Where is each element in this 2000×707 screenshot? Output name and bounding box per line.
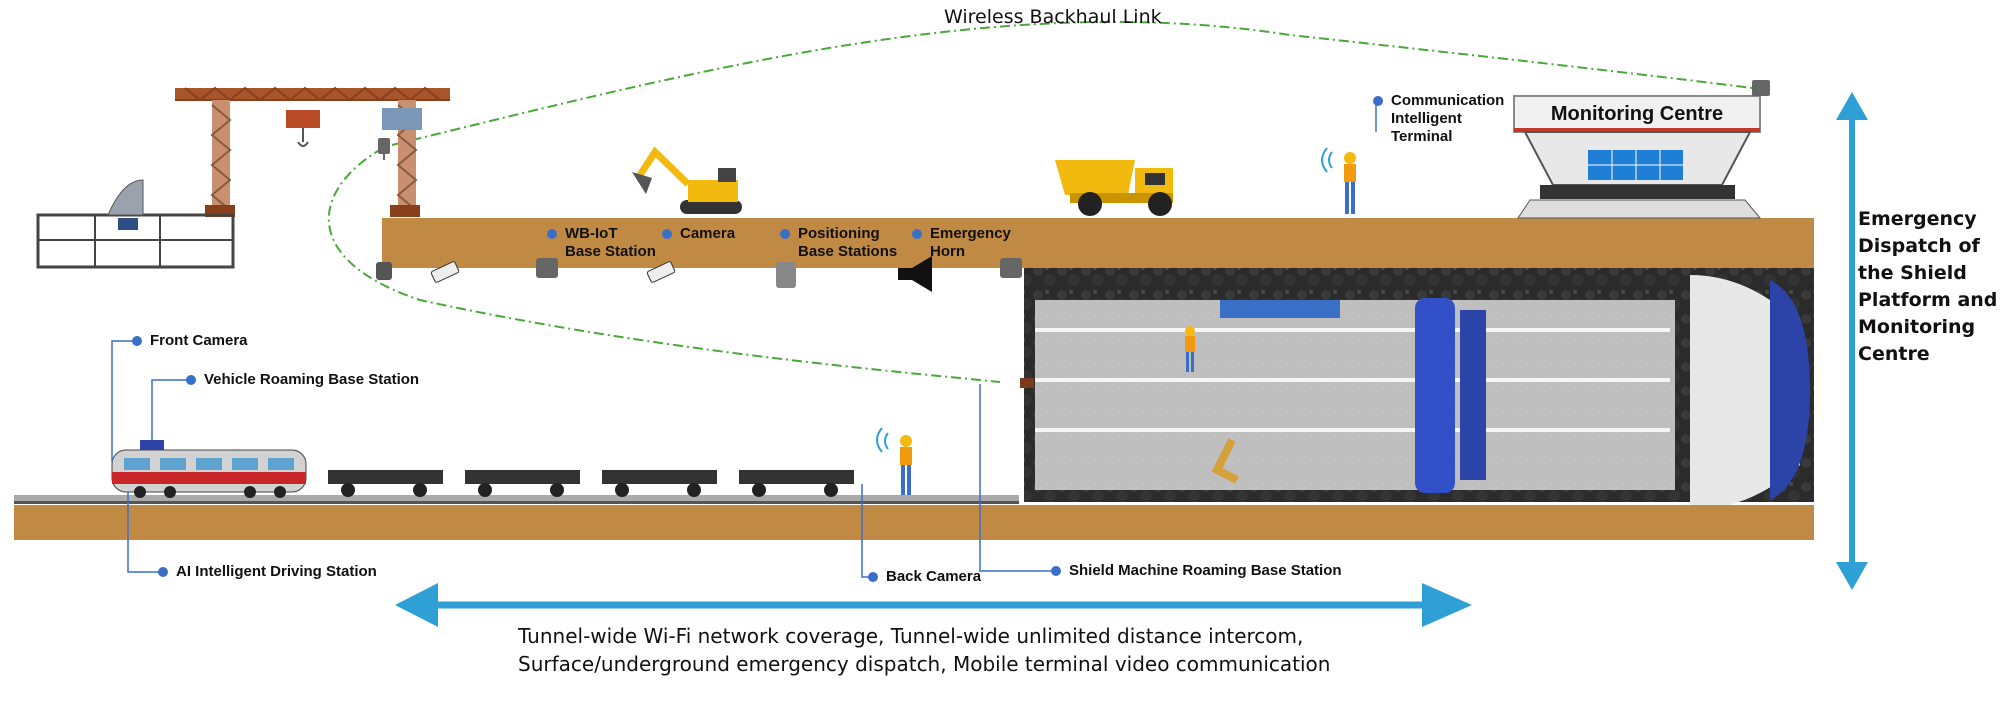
label-dot <box>132 336 142 346</box>
label-dot <box>186 375 196 385</box>
shield-machine-icon <box>1020 275 1810 510</box>
emergency-horn-label: Emergency Horn <box>930 225 1011 260</box>
label-dot <box>662 229 672 239</box>
label-dot <box>912 229 922 239</box>
emergency-dispatch-label: Emergency Dispatch of the Shield Platfor… <box>1858 208 1998 365</box>
label-dot <box>1051 566 1061 576</box>
vehicle-roaming-label: Vehicle Roaming Base Station <box>204 371 420 388</box>
label-dot <box>547 229 557 239</box>
label-dot <box>158 567 168 577</box>
label-dot <box>868 572 878 582</box>
back-camera-label: Back Camera <box>886 568 982 585</box>
wb-iot-label: WB-IoT Base Station <box>565 225 656 260</box>
positioning-label: Positioning Base Stations <box>798 225 898 260</box>
excavator-icon <box>632 146 742 214</box>
label-dot <box>1373 96 1383 106</box>
surface-ground <box>382 218 1814 268</box>
worker-icon <box>1185 326 1195 372</box>
worker-icon <box>1321 147 1356 214</box>
positioning-station-icon <box>776 262 796 288</box>
tunnel-wireless-link <box>327 147 1001 383</box>
coverage-description: Tunnel-wide Wi-Fi network coverage, Tunn… <box>518 624 1331 676</box>
leader-lines <box>111 101 1377 578</box>
rail-track <box>14 495 1019 504</box>
shield-roaming-label: Shield Machine Roaming Base Station <box>1069 562 1342 579</box>
front-camera-label: Front Camera <box>150 332 248 349</box>
antenna-icon <box>376 258 1022 280</box>
monitoring-building-icon <box>1513 80 1770 219</box>
monitoring-centre-title: Monitoring Centre <box>1550 103 1724 125</box>
wireless-backhaul-label: Wireless Backhaul Link <box>944 6 1162 28</box>
gantry-crane-icon <box>175 86 450 217</box>
shaft-building-icon <box>36 179 235 269</box>
camera-icon <box>430 261 676 283</box>
camera-label: Camera <box>680 225 736 242</box>
comm-terminal-label: Communication Intelligent Terminal <box>1391 92 1505 145</box>
train-icon <box>111 440 854 498</box>
ai-driving-label: AI Intelligent Driving Station <box>176 563 377 580</box>
vertical-dispatch-arrow <box>1836 92 1868 590</box>
worker-icon <box>876 427 912 495</box>
label-dot <box>780 229 790 239</box>
coverage-arrow <box>395 583 1472 627</box>
dump-truck-icon <box>1055 160 1173 216</box>
horn-icon <box>898 256 932 292</box>
antenna-icon <box>378 138 390 160</box>
tunnel-ground <box>14 505 1814 540</box>
